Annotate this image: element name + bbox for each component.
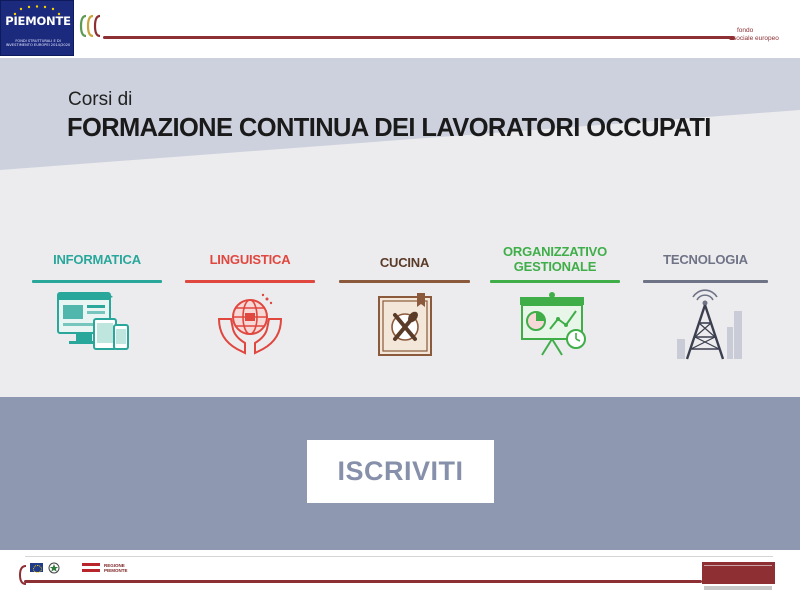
logo-subtext: FONDI STRUTTURALI E DI INVESTIMENTO EURO…	[5, 39, 71, 48]
category-label-line-2: GESTIONALE	[513, 259, 597, 274]
category-label: LINGUISTICA	[209, 252, 291, 267]
logo-text: PIEMONTE	[5, 14, 71, 28]
footer: REGIONE PIEMONTE	[0, 550, 800, 600]
fse-label: fondo sociale europeo	[733, 27, 793, 42]
footer-info-box	[702, 562, 775, 584]
regione-piemonte-label: REGIONE PIEMONTE	[104, 563, 128, 573]
header-divider-end	[729, 35, 735, 40]
category-tecnologia[interactable]: TECNOLOGIA	[643, 240, 768, 365]
category-organizzativo-gestionale[interactable]: ORGANIZZATIVO GESTIONALE	[490, 240, 620, 365]
footer-divider-top	[25, 556, 773, 557]
category-label: CUCINA	[379, 255, 430, 270]
iscriviti-button[interactable]: ISCRIVITI	[307, 440, 494, 503]
eu-stars-icon	[13, 5, 61, 16]
hero-pre-title: Corsi di	[68, 89, 133, 110]
category-underline	[643, 280, 768, 283]
fse-line-2: sociale europeo	[733, 34, 779, 42]
piemonte-logo[interactable]: PIEMONTE FONDI STRUTTURALI E DI INVESTIM…	[0, 0, 74, 56]
header: PIEMONTE FONDI STRUTTURALI E DI INVESTIM…	[0, 0, 800, 58]
signup-section: ISCRIVITI	[0, 397, 800, 550]
globe-hands-icon	[217, 293, 283, 355]
category-label-line-1: ORGANIZZATIVO	[502, 244, 608, 259]
italian-republic-emblem-icon	[48, 562, 60, 574]
category-linguistica[interactable]: LINGUISTICA	[185, 240, 315, 365]
fse-line-1: fondo	[737, 27, 754, 34]
footer-bracket-icon	[18, 565, 27, 585]
category-underline	[490, 280, 620, 283]
hero-diagonal-band	[0, 58, 800, 170]
footer-info-strip	[704, 586, 772, 590]
transmission-tower-icon	[677, 289, 742, 360]
category-label: TECNOLOGIA	[663, 252, 748, 267]
header-divider	[103, 36, 731, 39]
category-label: INFORMATICA	[53, 252, 141, 267]
category-informatica[interactable]: INFORMATICA	[32, 240, 162, 365]
ccc-logo-icon	[79, 14, 101, 38]
cutlery-icon	[378, 293, 432, 356]
eu-flag-icon	[30, 563, 43, 573]
category-cucina[interactable]: CUCINA	[339, 240, 470, 365]
hero-title: FORMAZIONE CONTINUA DEI LAVORATORI OCCUP…	[67, 114, 711, 142]
category-underline	[32, 280, 162, 283]
footer-divider	[24, 580, 702, 583]
category-underline	[185, 280, 315, 283]
category-underline	[339, 280, 470, 283]
computer-devices-icon	[57, 292, 129, 350]
presentation-board-icon	[520, 292, 586, 356]
piemonte-small-logo-icon	[82, 563, 100, 572]
